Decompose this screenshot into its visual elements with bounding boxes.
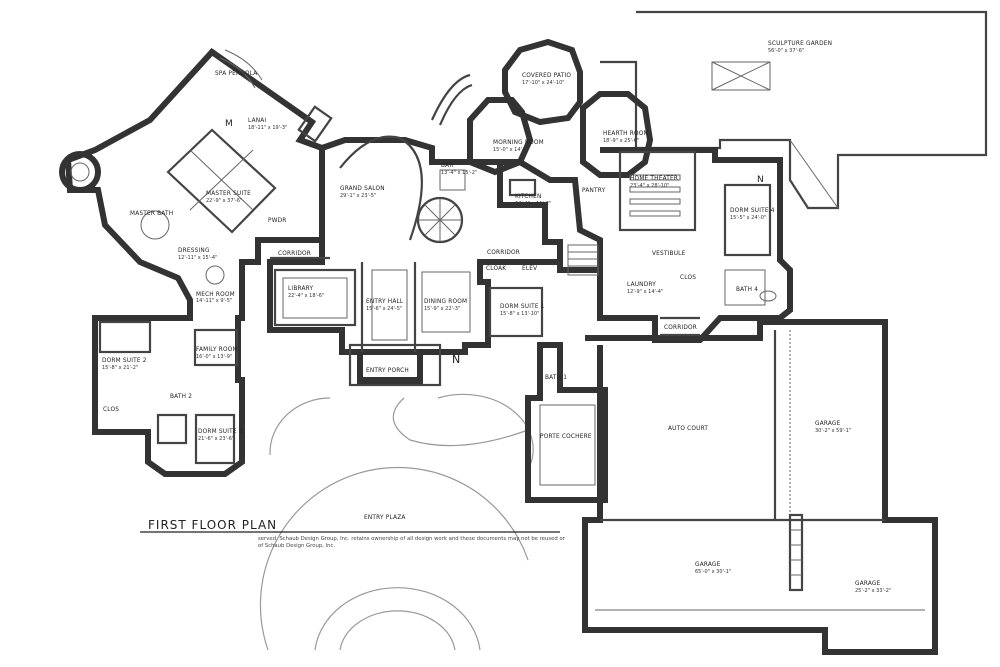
dim-library: 22'-4" x 18'-6" bbox=[288, 293, 324, 299]
label-grand-salon: GRAND SALON bbox=[340, 186, 385, 192]
dim-lanai: 18'-11" x 19'-3" bbox=[248, 125, 287, 131]
house-walls bbox=[59, 38, 793, 503]
dim-sculpture-garden: 56'-0" x 37'-6" bbox=[768, 48, 804, 54]
interior-partitions bbox=[98, 49, 777, 465]
dim-dorm-suite-2: 15'-8" x 21'-2" bbox=[102, 365, 138, 371]
copyright-line-2: of Schaub Design Group, Inc. bbox=[258, 543, 335, 549]
label-clos-west: CLOS bbox=[103, 407, 119, 413]
dim-garage-1: 30'-2" x 59'-1" bbox=[815, 428, 851, 434]
dim-mech-room: 14'-11" x 9'-5" bbox=[196, 298, 232, 304]
label-elev: ELEV bbox=[522, 266, 537, 272]
label-laundry: LAUNDRY bbox=[627, 282, 656, 288]
dim-covered-patio: 17'-10" x 24'-10" bbox=[522, 80, 565, 86]
dim-dining-room: 15'-9" x 22'-3" bbox=[424, 306, 460, 312]
label-master-suite: MASTER SUITE bbox=[206, 191, 251, 197]
label-corridor-mid: CORRIDOR bbox=[487, 250, 520, 256]
dim-home-theater: 23'-4" x 28'-10" bbox=[630, 183, 669, 189]
garage-walls bbox=[582, 319, 938, 655]
label-pantry: PANTRY bbox=[582, 188, 606, 194]
north-arrow-markers: N M N bbox=[225, 119, 765, 366]
svg-text:N: N bbox=[452, 353, 461, 366]
label-bath-2: BATH 2 bbox=[170, 394, 192, 400]
label-auto-court: AUTO COURT bbox=[668, 426, 708, 432]
label-library: LIBRARY bbox=[288, 286, 314, 292]
label-lanai: LANAI bbox=[248, 118, 266, 124]
label-entry-hall: ENTRY HALL bbox=[366, 299, 404, 305]
label-kitchen: KITCHEN bbox=[515, 194, 542, 200]
dim-garage-3: 25'-2" x 33'-2" bbox=[855, 588, 891, 594]
label-garage-3: GARAGE bbox=[855, 581, 881, 587]
dim-bar: 13'-4" x 15'-2" bbox=[441, 170, 477, 176]
label-vestibule: VESTIBULE bbox=[652, 251, 686, 257]
label-porte-cochere: PORTE COCHERE bbox=[540, 434, 592, 440]
dim-dorm-suite-1: 15'-8" x 13'-10" bbox=[500, 311, 539, 317]
dim-laundry: 12'-9" x 14'-4" bbox=[627, 289, 663, 295]
label-sculpture-garden: SCULPTURE GARDEN bbox=[768, 41, 832, 47]
label-dorm-suite-3: DORM SUITE 3 bbox=[198, 429, 243, 435]
label-dorm-suite-1: DORM SUITE 1 bbox=[500, 304, 545, 310]
dim-dorm-suite-3: 21'-6" x 23'-6" bbox=[198, 436, 234, 442]
label-hearth-room: HEARTH ROOM bbox=[603, 131, 649, 137]
label-bath-4: BATH 4 bbox=[736, 287, 758, 293]
label-master-bath: MASTER BATH bbox=[130, 211, 173, 217]
label-covered-patio: COVERED PATIO bbox=[522, 73, 571, 79]
label-corridor-west: CORRIDOR bbox=[278, 251, 311, 257]
label-mech-room: MECH ROOM bbox=[196, 292, 235, 298]
label-bar: BAR bbox=[441, 163, 454, 169]
label-family-room: FAMILY ROOM bbox=[196, 347, 238, 353]
label-entry-plaza: ENTRY PLAZA bbox=[364, 515, 406, 521]
dim-morning-room: 15'-0" x 14'-6" bbox=[493, 147, 529, 153]
dim-entry-hall: 15'-6" x 24'-5" bbox=[366, 306, 402, 312]
dim-grand-salon: 29'-1" x 23'-5" bbox=[340, 193, 376, 199]
dim-hearth-room: 18'-9" x 25'-6" bbox=[603, 138, 639, 144]
plan-title-block: FIRST FLOOR PLAN served. Schaub Design G… bbox=[140, 518, 566, 549]
plan-title: FIRST FLOOR PLAN bbox=[148, 518, 277, 532]
label-morning-room: MORNING ROOM bbox=[493, 140, 544, 146]
dim-family-room: 16'-0" x 13'-9" bbox=[196, 354, 232, 360]
label-dining-room: DINING ROOM bbox=[424, 299, 467, 305]
label-clos-east: CLOS bbox=[680, 275, 696, 281]
dim-garage-2: 65'-0" x 30'-1" bbox=[695, 569, 731, 575]
dim-dorm-suite-4: 15'-5" x 24'-0" bbox=[730, 215, 766, 221]
label-corridor-east: CORRIDOR bbox=[664, 325, 697, 331]
label-dorm-suite-2: DORM SUITE 2 bbox=[102, 358, 147, 364]
dim-master-suite: 22'-9" x 37'-6" bbox=[206, 198, 242, 204]
label-dorm-suite-4: DORM SUITE 4 bbox=[730, 208, 775, 214]
dim-dressing: 12'-11" x 15'-4" bbox=[178, 255, 217, 261]
label-bath-1: BATH 1 bbox=[545, 375, 567, 381]
label-entry-porch: ENTRY PORCH bbox=[366, 368, 409, 374]
room-labels: SCULPTURE GARDEN 56'-0" x 37'-6" COVERED… bbox=[102, 41, 891, 594]
label-powder: PWDR bbox=[268, 218, 287, 224]
svg-text:N: N bbox=[757, 175, 765, 185]
label-garage-2: GARAGE bbox=[695, 562, 721, 568]
label-home-theater: HOME THEATER bbox=[630, 176, 678, 182]
label-spa-pergola: SPA PERGOLA bbox=[215, 71, 257, 77]
dim-kitchen: 24'-4" x 11'-2" bbox=[515, 201, 551, 207]
copyright-line-1: served. Schaub Design Group, Inc. retain… bbox=[258, 536, 566, 542]
label-dressing: DRESSING bbox=[178, 248, 210, 254]
svg-text:M: M bbox=[225, 119, 234, 129]
label-cloak: CLOAK bbox=[486, 266, 506, 272]
entry-plaza-arcs bbox=[259, 393, 534, 651]
label-garage-1: GARAGE bbox=[815, 421, 841, 427]
